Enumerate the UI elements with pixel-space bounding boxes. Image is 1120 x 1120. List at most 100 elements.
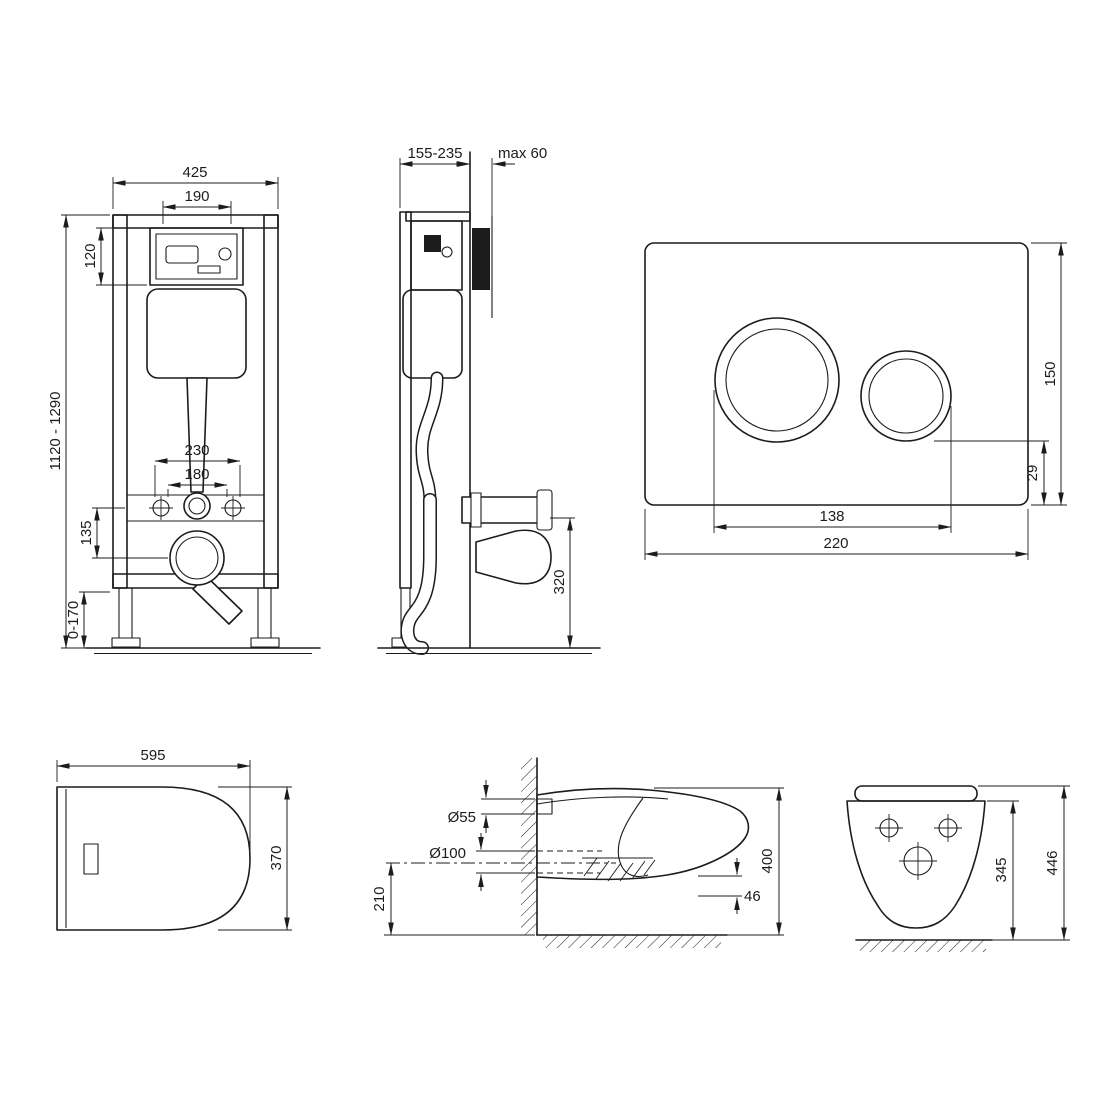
frame-right-foot bbox=[250, 637, 280, 648]
outlet-hole-center bbox=[899, 842, 937, 880]
dim-total-height-label: 446 bbox=[1044, 850, 1061, 875]
cistern-access-inner bbox=[155, 233, 238, 280]
bowl-front-outline bbox=[846, 800, 986, 929]
bowl-side-outline bbox=[536, 787, 750, 881]
dim-rim-height: 400 bbox=[654, 787, 784, 936]
bowl-top-outline bbox=[56, 786, 251, 931]
dim-depth-range: 155-235 bbox=[399, 145, 471, 208]
outlet-horn bbox=[475, 529, 552, 585]
dim-frame-width: 425 bbox=[112, 164, 279, 209]
dim-plate-height-label: 150 bbox=[1042, 361, 1059, 386]
mount-hole-right bbox=[934, 814, 962, 842]
view-flush-plate: 150 29 138 220 bbox=[644, 242, 1067, 560]
dim-cistern-height-label: 120 bbox=[82, 243, 99, 268]
floor-hatch bbox=[543, 935, 721, 948]
frame-left-foot bbox=[111, 637, 141, 648]
dim-depth-range-label: 155-235 bbox=[407, 145, 462, 162]
view-bowl-side: Ø55 Ø100 210 400 46 bbox=[371, 757, 784, 948]
dim-bowl-length: 595 bbox=[56, 747, 251, 850]
cistern-tank bbox=[146, 288, 247, 379]
flush-plate bbox=[644, 242, 1029, 506]
dim-leg-adjust-label: 0-170 bbox=[65, 601, 82, 639]
connector-collar bbox=[470, 492, 482, 528]
dim-opening-width: 190 bbox=[162, 188, 232, 224]
view-frame-front: 425 190 120 1120 - 1290 230 bbox=[47, 164, 321, 654]
dim-fixing-outer: 230 bbox=[154, 442, 241, 497]
bowl-top-detail bbox=[83, 843, 99, 875]
dim-opening-width-label: 190 bbox=[184, 188, 209, 205]
dim-plate-edge-offset: 29 bbox=[934, 440, 1049, 506]
cistern-access-box bbox=[149, 227, 244, 286]
flush-valve-top bbox=[165, 245, 199, 264]
fill-valve-top bbox=[218, 247, 232, 261]
dim-plate-height: 150 bbox=[1031, 242, 1067, 506]
dim-leg-adjust: 0-170 bbox=[65, 591, 110, 649]
fixing-bolt-right bbox=[221, 496, 245, 520]
dim-outlet-offset-label: 135 bbox=[78, 520, 95, 545]
flush-connection-inner bbox=[188, 497, 206, 515]
connector-bell bbox=[536, 489, 553, 531]
view-frame-side: 155-235 max 60 320 bbox=[377, 145, 601, 655]
inlet-stub bbox=[536, 798, 553, 815]
tank-side bbox=[402, 289, 463, 379]
flush-button-small bbox=[860, 350, 952, 442]
frame-rail-side bbox=[399, 211, 412, 589]
dim-fixing-inner: 180 bbox=[167, 466, 228, 497]
flush-connection bbox=[183, 492, 211, 520]
dim-inlet-diameter-label: Ø55 bbox=[448, 809, 476, 826]
drain-socket-inner bbox=[175, 536, 219, 580]
dim-frame-height-label: 1120 - 1290 bbox=[47, 392, 64, 471]
fill-valve-side bbox=[424, 235, 441, 252]
dim-bowl-width-label: 370 bbox=[268, 845, 285, 870]
dim-buttons-width-label: 138 bbox=[819, 508, 844, 525]
dim-bowl-width: 370 bbox=[218, 786, 292, 931]
dim-outlet-center-height: 210 bbox=[371, 862, 535, 936]
seat-line bbox=[536, 796, 669, 805]
frame-right-leg bbox=[257, 587, 272, 639]
drain-pipe-side-inner bbox=[401, 494, 436, 654]
dim-plate-width: 220 bbox=[644, 509, 1029, 560]
dim-bowl-length-label: 595 bbox=[140, 747, 165, 764]
dim-outlet-diameter-label: Ø100 bbox=[429, 845, 466, 862]
dim-plate-width-label: 220 bbox=[823, 535, 848, 552]
frame-top-bar bbox=[112, 214, 279, 229]
valve-knob-side bbox=[441, 246, 453, 258]
dim-buttons-width: 138 bbox=[713, 390, 952, 533]
dim-outlet-offset: 135 bbox=[78, 507, 168, 559]
dim-frame-width-label: 425 bbox=[182, 164, 207, 181]
flush-button-large bbox=[714, 317, 840, 443]
dim-rim-height-label: 400 bbox=[759, 848, 776, 873]
dim-frame-height: 1120 - 1290 bbox=[47, 214, 110, 649]
frame-left-leg bbox=[118, 587, 133, 639]
wall-hatch bbox=[521, 758, 537, 935]
valve-detail bbox=[197, 265, 221, 274]
dim-inlet-diameter: Ø55 bbox=[448, 780, 535, 833]
dim-total-height: 446 bbox=[978, 785, 1070, 941]
view-bowl-top: 595 370 bbox=[56, 747, 292, 931]
flush-button-large-inner bbox=[725, 328, 829, 432]
frame-left-rail bbox=[112, 214, 128, 589]
flush-pipe-side-inner bbox=[416, 373, 442, 508]
top-bracket bbox=[405, 211, 471, 222]
dim-fixing-inner-label: 180 bbox=[184, 466, 209, 483]
cistern-side bbox=[410, 220, 463, 291]
dim-wall-max: max 60 bbox=[446, 145, 547, 216]
drain-socket bbox=[169, 530, 225, 586]
dim-outlet-height-label: 320 bbox=[551, 569, 568, 594]
plate-recess bbox=[472, 228, 490, 290]
dim-lip-height: 46 bbox=[698, 858, 761, 914]
bowl-inner-curve bbox=[617, 797, 649, 878]
water-hatch bbox=[583, 857, 656, 882]
dim-cistern-height: 120 bbox=[82, 227, 147, 286]
dim-body-height: 345 bbox=[987, 800, 1019, 941]
view-bowl-front: 345 446 bbox=[846, 785, 1070, 952]
frame-right-rail bbox=[263, 214, 279, 589]
dim-lip-height-label: 46 bbox=[744, 888, 761, 905]
flush-button-small-inner bbox=[868, 358, 944, 434]
dim-outlet-diameter: Ø100 bbox=[429, 833, 535, 891]
mount-hole-left bbox=[875, 814, 903, 842]
dim-outlet-height: 320 bbox=[550, 517, 575, 649]
ground-hatch bbox=[860, 940, 986, 952]
